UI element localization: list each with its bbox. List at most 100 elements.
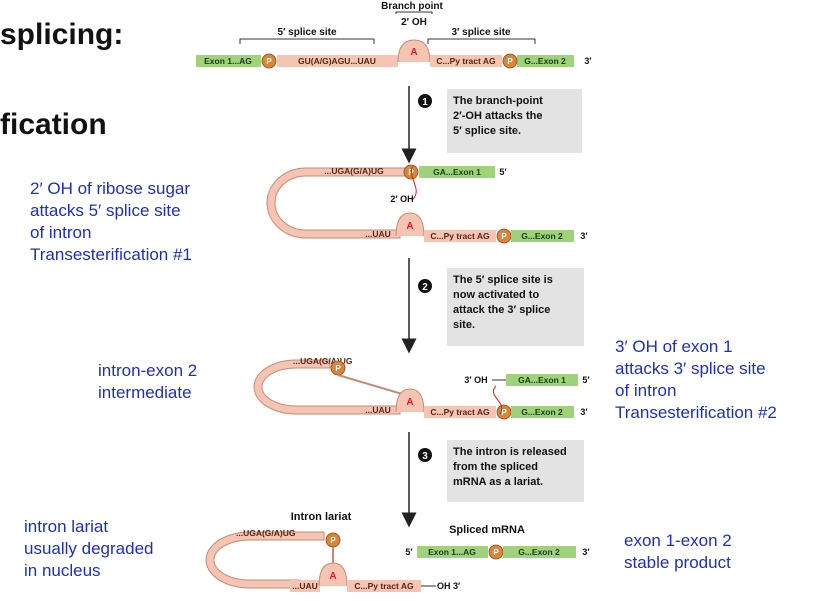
stage-3-exon-1-box bbox=[417, 546, 488, 558]
stage-3-intron-3-box bbox=[347, 580, 421, 592]
stage-2-loop-top: ...UGA(G/A)UG bbox=[293, 356, 353, 366]
stage-2-phosphate-loop-label: P bbox=[335, 364, 341, 373]
stage-2-5prime: 5′ bbox=[582, 375, 589, 385]
stage-2-3prime: 3′ bbox=[580, 407, 587, 417]
stage-3: Intron lariat ...UGA(G/A)UG P ...UAU A C… bbox=[205, 511, 590, 592]
stage-3-exon-2-box bbox=[503, 546, 576, 558]
note-intermediate: intron-exon 2 intermediate bbox=[98, 361, 198, 402]
stage-3-intron-loop bbox=[205, 531, 325, 589]
stage-1-exon-1-box bbox=[419, 166, 495, 178]
branch-point-label: Branch point bbox=[381, 1, 443, 12]
phosphate-1 bbox=[261, 53, 277, 69]
stage-1-phosphate-2-label: P bbox=[501, 232, 507, 241]
step-2-box bbox=[447, 268, 584, 346]
branch-a: A bbox=[410, 47, 417, 58]
stage-2-loop-stem bbox=[337, 374, 403, 395]
heading-line-2: fication bbox=[0, 108, 107, 141]
stage-3-exon-1-label: Exon 1...AG bbox=[428, 547, 476, 557]
step-3-number: 3 bbox=[422, 451, 428, 462]
pre-mrna: Branch point 2′ OH 5′ splice site 3′ spl… bbox=[196, 1, 592, 69]
step-1-number-badge bbox=[418, 94, 432, 108]
stage-2-exon-2-label: G...Exon 2 bbox=[521, 407, 563, 417]
stage-1-attack-arrow bbox=[410, 165, 417, 201]
intron-5-box bbox=[277, 55, 398, 67]
stage-1-exon-2-box bbox=[511, 230, 574, 242]
stage-1-5prime: 5′ bbox=[499, 167, 506, 177]
stage-3-branch-a: A bbox=[329, 571, 336, 582]
stage-1: ...UGA(G/A)UG ...UAU P GA...Exon 1 5′ 2′… bbox=[266, 164, 588, 244]
stage-1-intron-3-box bbox=[424, 230, 496, 242]
note-stable-product: exon 1-exon 2 stable product bbox=[624, 531, 732, 572]
stage-2-intron-loop bbox=[253, 359, 401, 415]
step-1-box bbox=[447, 89, 582, 153]
step-2-number-badge bbox=[418, 279, 432, 293]
stage-1-branch-bulge bbox=[395, 212, 425, 237]
step-3-text: The intron is released from the spliced … bbox=[453, 446, 570, 488]
step-1-line-2: 2′-OH attacks the bbox=[453, 110, 542, 122]
step-2-line-3: attack the 3′ splice bbox=[453, 304, 550, 316]
spliced-mrna-label: Spliced mRNA bbox=[449, 524, 525, 536]
step-2-line-4: site. bbox=[453, 319, 475, 331]
stage-3-5prime: 5′ bbox=[405, 547, 412, 557]
top-2oh-label: 2′ OH bbox=[401, 17, 427, 28]
step-3-line-1: The intron is released bbox=[453, 446, 567, 458]
step-3-line-2: from the spliced bbox=[453, 461, 538, 473]
phosphate-2 bbox=[502, 53, 518, 69]
step-1-line-1: The branch-point bbox=[453, 95, 543, 107]
stage-3-exon-2-label: G...Exon 2 bbox=[518, 547, 560, 557]
step-3-box bbox=[447, 440, 584, 502]
stage-1-loop-top: ...UGA(G/A)UG bbox=[324, 166, 384, 176]
step-2-text: The 5′ splice site is now activated to a… bbox=[453, 274, 556, 331]
stage-3-phosphate-loop-label: P bbox=[330, 536, 336, 545]
stage-3-branch-bulge bbox=[318, 562, 348, 587]
five-prime-site-label: 5′ splice site bbox=[277, 27, 337, 38]
note-transesterification-1: 2′ OH of ribose sugar attacks 5′ splice … bbox=[30, 179, 192, 264]
heading-line-1: splicing: bbox=[0, 18, 124, 51]
note-lariat-fate: intron lariat usually degraded in nucleu… bbox=[24, 517, 154, 580]
three-prime-site-label: 3′ splice site bbox=[451, 27, 511, 38]
stage-2-exon-2-box bbox=[511, 406, 574, 418]
stage-3-loop-bottom: ...UAU bbox=[292, 581, 318, 591]
step-2-line-1: The 5′ splice site is bbox=[453, 274, 553, 286]
stage-1-exon-1-label: GA...Exon 1 bbox=[433, 167, 481, 177]
note-transesterification-2: 3′ OH of exon 1 attacks 3′ splice site o… bbox=[615, 337, 777, 422]
stage-3-intron-3-label: C...Py tract AG bbox=[354, 581, 414, 591]
stage-2-3oh: 3′ OH bbox=[464, 375, 487, 385]
stage-2-exon-1-label: GA...Exon 1 bbox=[518, 375, 566, 385]
stage-1-exon-2-label: G...Exon 2 bbox=[521, 231, 563, 241]
intron-5-label: GU(A/G)AGU...UAU bbox=[298, 56, 376, 66]
step-2-number: 2 bbox=[422, 282, 428, 293]
step-2-line-2: now activated to bbox=[453, 289, 539, 301]
stage-2-exon-1-box bbox=[506, 374, 578, 386]
stage-2-intron-3-box bbox=[424, 406, 496, 418]
stage-1-loop-bottom: ...UAU bbox=[365, 229, 391, 239]
exon-1-label: Exon 1...AG bbox=[204, 56, 252, 66]
stage-3-3prime: 3′ bbox=[582, 547, 589, 557]
stage-2-loop-bottom: ...UAU bbox=[365, 405, 391, 415]
step-1-line-3: 5′ splice site. bbox=[453, 125, 521, 137]
phosphate-1-label: P bbox=[266, 57, 272, 66]
stage-2-attack-arrow bbox=[493, 385, 503, 415]
stage-1-branch-a: A bbox=[406, 221, 413, 232]
stage-1-intron-loop bbox=[266, 167, 406, 239]
stage-2-branch-a: A bbox=[406, 397, 413, 408]
stage-3-phosphate-label: P bbox=[493, 548, 499, 557]
step-1-text: The branch-point 2′-OH attacks the 5′ sp… bbox=[453, 95, 546, 137]
phosphate-2-label: P bbox=[507, 57, 513, 66]
stage-2-branch-bulge bbox=[395, 388, 425, 413]
three-prime-end: 3′ bbox=[584, 56, 591, 66]
stage-3-oh3: OH 3′ bbox=[437, 581, 460, 591]
stage-2-phosphate-2-label: P bbox=[501, 408, 507, 417]
stage-2-intron-3-label: C...Py tract AG bbox=[430, 407, 490, 417]
step-3-line-3: mRNA as a lariat. bbox=[453, 476, 543, 488]
intron-3-box bbox=[430, 55, 502, 67]
step-1-number: 1 bbox=[422, 97, 428, 108]
exon-2-label: G...Exon 2 bbox=[524, 56, 566, 66]
exon-1-box bbox=[196, 55, 261, 67]
stage-1-intron-3-label: C...Py tract AG bbox=[430, 231, 490, 241]
stage-2: ...UGA(G/A)UG ...UAU P A C...Py tract AG… bbox=[253, 356, 590, 420]
stage-3-loop-top: ...UGA(G/A)UG bbox=[236, 528, 296, 538]
step-3-number-badge bbox=[418, 448, 432, 462]
intron-3-label: C...Py tract AG bbox=[436, 56, 496, 66]
